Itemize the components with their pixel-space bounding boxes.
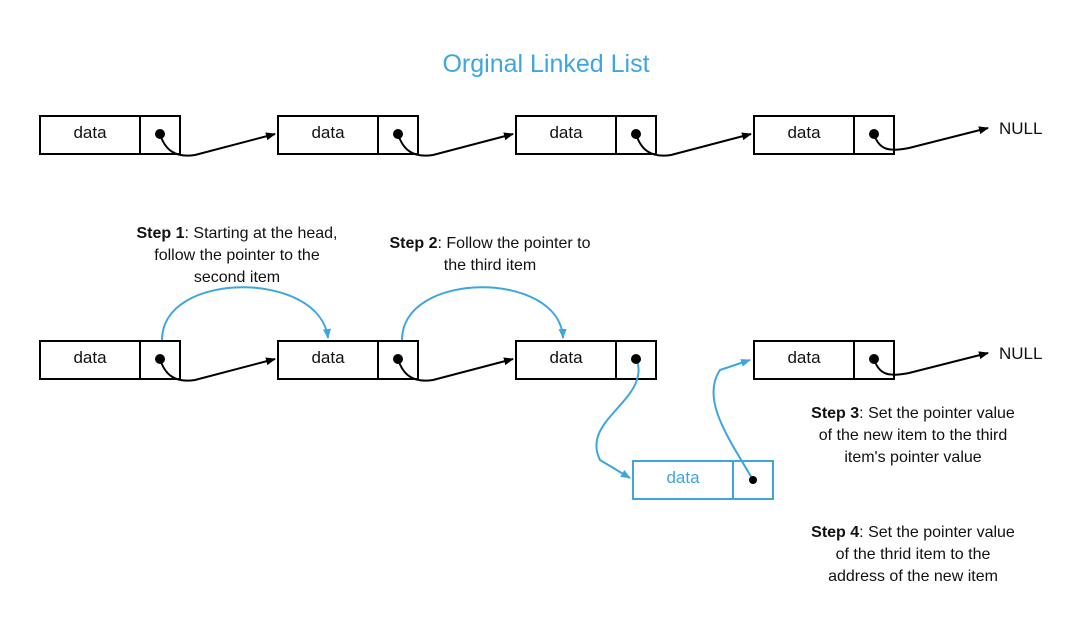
step-label: Step 4 [811,524,860,541]
node-data-label: data [755,117,855,153]
node-data-label: data [517,342,617,378]
node-data-label: data [634,462,734,498]
step-3-caption: Step 3: Set the pointer value of the new… [811,405,1015,466]
step-label: Step 2 [389,235,438,252]
node-data-label: data [517,117,617,153]
step-1-caption: Step 1: Starting at the head, follow the… [136,225,338,286]
node-data-label: data [279,117,379,153]
step-label: Step 1 [136,225,185,242]
step-label: Step 3 [811,405,860,422]
step-2-caption: Step 2: Follow the pointer to the third … [389,235,591,274]
step-4-caption: Step 4: Set the pointer value of the thr… [811,524,1015,585]
null-terminator: NULL [999,119,1043,138]
node-data-label: data [41,117,141,153]
node-data-label: data [755,342,855,378]
node-data-label: data [279,342,379,378]
diagram-title: Orginal Linked List [442,50,650,78]
node-data-label: data [41,342,141,378]
null-terminator: NULL [999,344,1043,363]
